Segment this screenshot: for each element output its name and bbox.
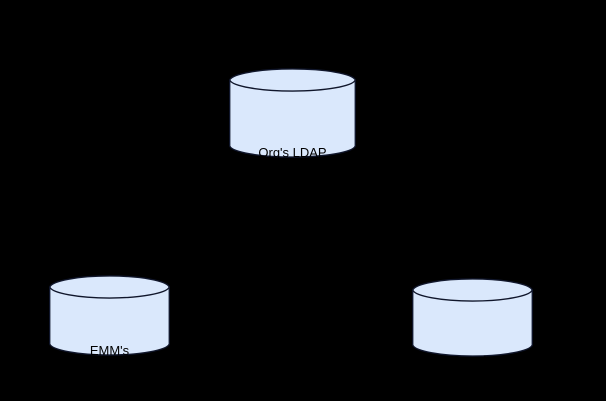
node-google[interactable]: Google [412, 278, 533, 368]
cylinder-shape-emm [49, 275, 170, 356]
node-orgs-ldap-directory[interactable]: Org's LDAP directory [229, 68, 356, 217]
cylinder-shape-ldap [229, 68, 356, 158]
node-label-line: directory [267, 202, 318, 217]
node-emms-database[interactable]: EMM's database [49, 275, 170, 401]
cylinder-shape-google [412, 278, 533, 357]
